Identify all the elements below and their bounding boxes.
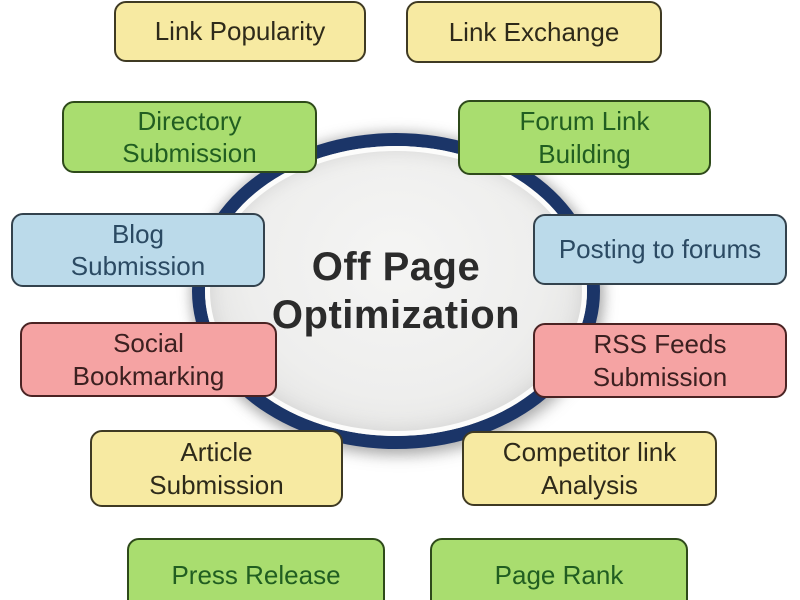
node-label: Link Popularity xyxy=(154,16,326,47)
node-article-submission: Article Submission xyxy=(90,430,343,507)
node-blog-submission: Blog Submission xyxy=(11,213,265,287)
node-posting-to-forums: Posting to forums xyxy=(533,214,787,285)
node-label: Submission xyxy=(122,138,257,168)
center-circle: Off Page Optimization xyxy=(192,133,600,449)
node-label: Analysis xyxy=(541,469,638,500)
node-label: Competitor link xyxy=(502,437,677,467)
node-label: Posting to forums xyxy=(558,234,762,265)
node-label: RSS Feeds xyxy=(593,329,727,359)
node-label: Social xyxy=(113,328,184,358)
node-press-release: Press Release xyxy=(127,538,385,600)
node-label: Article xyxy=(180,437,253,467)
node-label: Bookmarking xyxy=(72,360,225,391)
center-label-line: Off Page xyxy=(311,245,481,289)
node-social-bookmarking: Social Bookmarking xyxy=(20,322,277,397)
node-rss-feeds-submission: RSS Feeds Submission xyxy=(533,323,787,398)
node-label: Submission xyxy=(70,251,206,281)
node-forum-link-building: Forum Link Building xyxy=(458,100,711,175)
node-label: Submission xyxy=(149,469,284,500)
node-label: Building xyxy=(538,138,631,169)
node-page-rank: Page Rank xyxy=(430,538,688,600)
node-label: Forum Link xyxy=(519,106,650,136)
node-label: Page Rank xyxy=(494,560,624,591)
node-label: Press Release xyxy=(171,560,341,591)
center-label: Off Page Optimization xyxy=(192,133,600,449)
node-label: Link Exchange xyxy=(448,16,620,47)
center-label-line: Optimization xyxy=(271,293,521,337)
node-competitor-link-analysis: Competitor link Analysis xyxy=(462,431,717,506)
node-label: Blog xyxy=(111,218,165,249)
node-label: Submission xyxy=(592,361,728,392)
node-label: Directory xyxy=(137,105,242,136)
node-directory-submission: Directory Submission xyxy=(62,101,317,173)
node-link-popularity: Link Popularity xyxy=(114,1,366,62)
node-link-exchange: Link Exchange xyxy=(406,1,662,63)
